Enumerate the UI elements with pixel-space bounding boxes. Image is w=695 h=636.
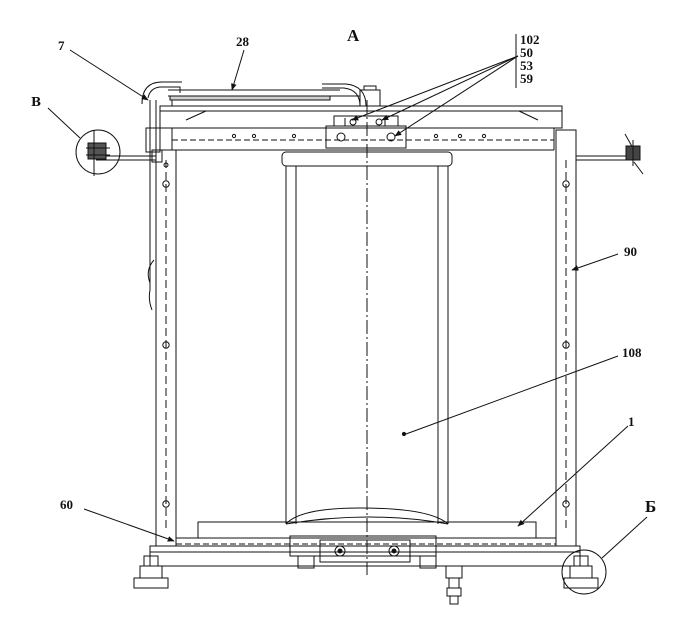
detail-label-v: В bbox=[31, 95, 41, 109]
callout-90: 90 bbox=[624, 244, 637, 259]
top-pipe bbox=[322, 83, 381, 107]
right-post bbox=[555, 129, 577, 547]
detail-label-b: Б bbox=[645, 497, 656, 516]
left-foot bbox=[133, 555, 169, 589]
callout-stack-2: 50 bbox=[520, 45, 533, 60]
callout-60: 60 bbox=[60, 497, 73, 512]
right-foot bbox=[563, 555, 599, 589]
callout-108: 108 bbox=[622, 345, 642, 360]
top-cover bbox=[159, 89, 563, 151]
left-bracket bbox=[96, 149, 163, 163]
bottom-base bbox=[149, 507, 581, 605]
callout-stack-3: 53 bbox=[520, 58, 534, 73]
callout-1: 1 bbox=[628, 414, 635, 429]
callout-stack-4: 59 bbox=[520, 71, 534, 86]
leader-lines bbox=[47, 34, 648, 559]
view-label: A bbox=[347, 26, 360, 45]
detail-circle-b bbox=[561, 549, 607, 595]
left-post bbox=[155, 149, 177, 547]
center-clamp bbox=[325, 115, 407, 149]
right-bracket bbox=[576, 133, 644, 175]
filter-cylinder bbox=[281, 151, 453, 525]
callout-7: 7 bbox=[58, 38, 65, 53]
callout-stack-1: 102 bbox=[520, 32, 540, 47]
callout-28: 28 bbox=[236, 34, 250, 49]
detail-circle-v bbox=[75, 129, 121, 176]
